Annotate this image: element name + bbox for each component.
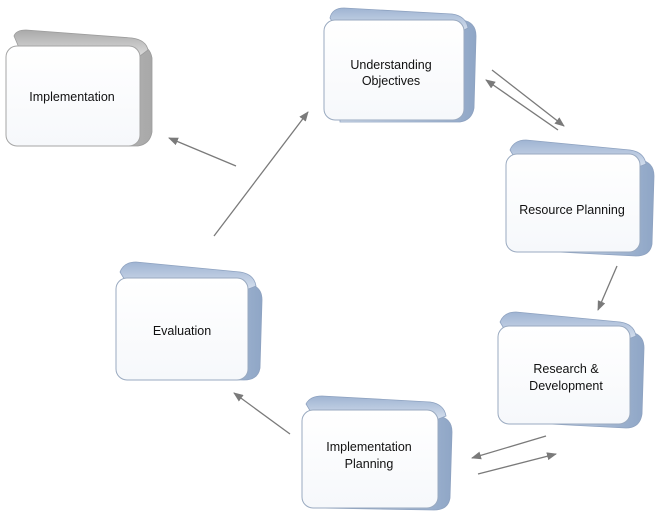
box-understanding-objectives-label-line2: Objectives bbox=[362, 74, 420, 88]
box-research-development-label-line2: Development bbox=[529, 379, 603, 393]
box-understanding-objectives-label-line1: Understanding bbox=[350, 58, 431, 72]
arrow-evaluation-to-implementation bbox=[168, 137, 237, 167]
box-research-development: Research & Development bbox=[497, 311, 645, 429]
box-understanding-objectives: Understanding Objectives bbox=[323, 7, 477, 123]
box-evaluation-label: Evaluation bbox=[153, 324, 211, 338]
arrow-understanding-to-resource-planning bbox=[491, 69, 565, 127]
box-implementation-planning-label-line1: Implementation bbox=[326, 440, 412, 454]
arrow-resource-planning-to-understanding bbox=[485, 79, 559, 131]
box-evaluation: Evaluation bbox=[115, 261, 263, 381]
arrow-implementation-planning-to-research bbox=[477, 452, 557, 475]
box-implementation-label: Implementation bbox=[29, 90, 115, 104]
box-implementation-planning-label-line2: Planning bbox=[345, 457, 394, 471]
arrow-implementation-planning-to-evaluation bbox=[233, 392, 291, 435]
arrow-resource-planning-to-research-development bbox=[597, 265, 618, 311]
box-research-development-label-line1: Research & bbox=[533, 362, 599, 376]
arrow-evaluation-to-understanding-objectives bbox=[213, 111, 309, 237]
arrow-research-to-implementation-planning bbox=[471, 435, 547, 460]
box-implementation-planning: Implementation Planning bbox=[301, 395, 453, 511]
box-implementation: Implementation bbox=[5, 29, 153, 147]
box-resource-planning-label: Resource Planning bbox=[519, 203, 625, 217]
box-resource-planning: Resource Planning bbox=[505, 139, 655, 257]
